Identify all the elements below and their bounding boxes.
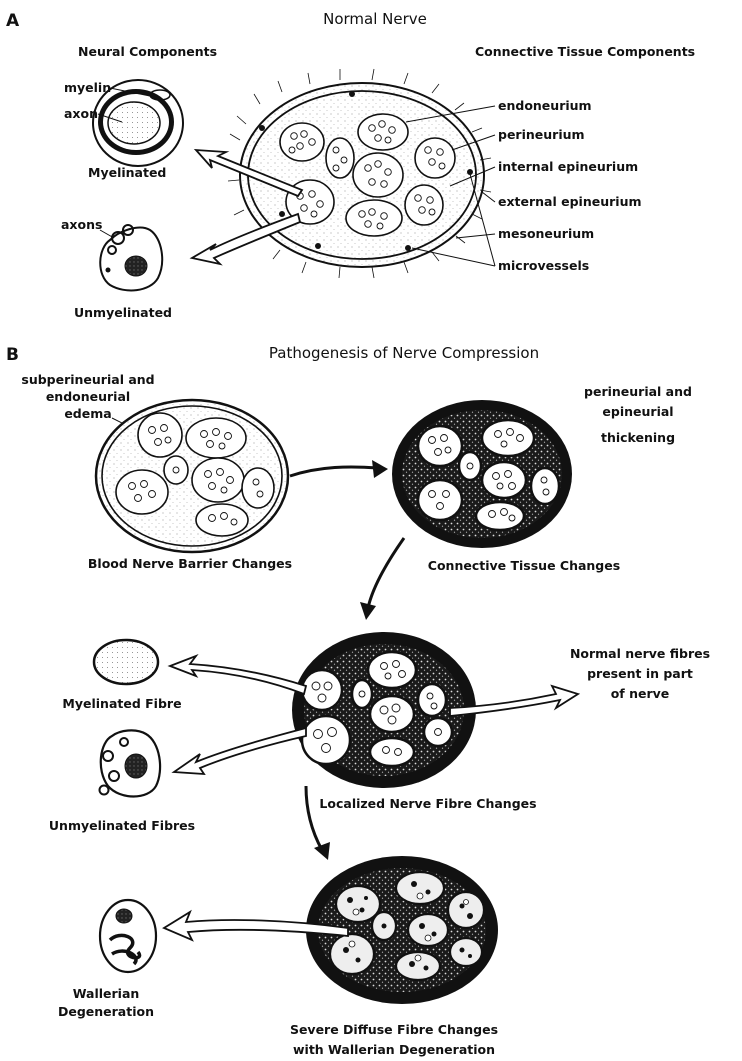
- component-label-0: endoneurium: [498, 98, 592, 113]
- unmyelinated-fibres-label: Unmyelinated Fibres: [49, 818, 195, 833]
- unmyelinated-label: Unmyelinated: [74, 305, 172, 320]
- myelinated-fibre-label: Myelinated Fibre: [62, 696, 181, 711]
- connective-components-heading: Connective Tissue Components: [475, 44, 695, 59]
- normal-nerve-cross-section: [228, 69, 491, 278]
- arrow-stage1-to-stage2: [290, 467, 378, 476]
- component-label-4: mesoneurium: [498, 226, 594, 241]
- normal-fibres-line-3: of nerve: [611, 686, 670, 701]
- connective-tissue-nerve: [392, 400, 572, 548]
- wallerian-line-1: Wallerian: [73, 986, 140, 1001]
- arrow-stage2-to-stage3: [368, 538, 404, 608]
- component-label-5: microvessels: [498, 258, 589, 273]
- edema-label-line-2: endoneurial: [46, 389, 130, 404]
- panel-a-title: Normal Nerve: [323, 10, 427, 28]
- panel-a-letter: A: [6, 11, 20, 31]
- edema-label-line-3: edema: [64, 406, 111, 421]
- stage-1-label: Blood Nerve Barrier Changes: [88, 556, 292, 571]
- wallerian-line-2: Degeneration: [58, 1004, 154, 1019]
- panel-b-letter: B: [6, 345, 19, 365]
- wallerian-degeneration-fibre: [100, 900, 156, 972]
- component-labels: endoneurium perineurium internal epineur…: [498, 98, 642, 273]
- edema-label-line-1: subperineurial and: [21, 372, 154, 387]
- unmyelinated-fiber-diagram: [100, 225, 162, 290]
- axons-label: axons: [61, 217, 102, 232]
- arrow-head-stage3: [360, 602, 376, 620]
- component-label-1: perineurium: [498, 127, 585, 142]
- component-label-2: internal epineurium: [498, 159, 638, 174]
- stage-4-label-line-2: with Wallerian Degeneration: [293, 1042, 495, 1057]
- thickening-label-line-1: perineurial and: [584, 384, 692, 399]
- stage-3-label: Localized Nerve Fibre Changes: [319, 796, 536, 811]
- axon-label: axon: [64, 106, 98, 121]
- unmyelinated-fibres-diagram: [100, 730, 161, 796]
- thickening-label-line-2: epineurial: [602, 404, 673, 419]
- blood-nerve-barrier-nerve: [96, 400, 288, 552]
- panel-b-title: Pathogenesis of Nerve Compression: [269, 344, 539, 362]
- stage-4-label-line-1: Severe Diffuse Fibre Changes: [290, 1022, 498, 1037]
- stage-2-label: Connective Tissue Changes: [428, 558, 620, 573]
- normal-fibres-line-1: Normal nerve fibres: [570, 646, 710, 661]
- arrow-to-myelinated-fibre: [170, 656, 306, 694]
- myelinated-fibre-diagram: [94, 640, 158, 684]
- neural-components-heading: Neural Components: [78, 44, 217, 59]
- normal-fibres-line-2: present in part: [587, 666, 693, 681]
- myelin-label: myelin: [64, 80, 111, 95]
- localized-fibre-changes-nerve: [292, 632, 476, 788]
- arrow-head-stage4: [314, 842, 330, 860]
- myelinated-label: Myelinated: [88, 165, 166, 180]
- arrow-to-unmyelinated-fibres: [174, 728, 306, 774]
- thickening-label-line-3: thickening: [601, 430, 675, 445]
- arrow-head-stage2: [372, 460, 388, 478]
- component-label-3: external epineurium: [498, 194, 642, 209]
